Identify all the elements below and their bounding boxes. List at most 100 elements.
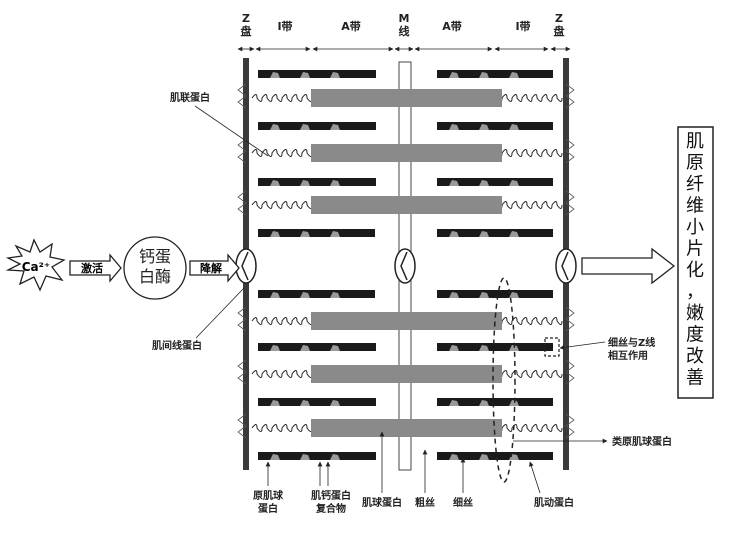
result-arrow [581, 247, 676, 285]
thin-filament [258, 452, 376, 460]
troponin-mark [270, 345, 280, 351]
m-line-break [394, 248, 416, 284]
troponin-mark [270, 292, 280, 298]
myosin-label: 肌球蛋白 [362, 496, 402, 509]
troponin-mark [509, 124, 519, 130]
troponin-mark [330, 124, 340, 130]
troponin-mark [300, 292, 310, 298]
desmin-link [237, 306, 247, 332]
svg-text:激活: 激活 [81, 261, 103, 275]
desmin-link [237, 413, 247, 439]
desmin-link [237, 83, 247, 109]
z-disc-break-left-mark [241, 251, 249, 281]
desmin-link [237, 138, 247, 164]
activate-arrow: 激活 [69, 253, 122, 283]
degrade-arrow: 降解 [189, 253, 240, 283]
desmin-link [565, 138, 575, 164]
troponin-mark [479, 292, 489, 298]
troponin-mark [300, 180, 310, 186]
z-disc-break-right [555, 248, 577, 284]
result-text: 肌原纤维小片化，嫩度改善 [686, 131, 704, 389]
z-disc-break-left [235, 248, 257, 284]
desmin-link [565, 359, 575, 385]
thin-filament [437, 452, 553, 460]
z-disc-break-right-mark [561, 251, 569, 281]
troponin-mark [330, 72, 340, 78]
troponin-mark [479, 231, 489, 237]
thin-filament [437, 70, 553, 78]
actin-label: 肌动蛋白 [534, 496, 574, 509]
troponin-mark [330, 454, 340, 460]
troponin-mark [449, 400, 459, 406]
a-band-label-right: A带 [442, 19, 462, 33]
calpain-circle: 钙蛋白酶 [123, 236, 187, 300]
troponin-mark [300, 231, 310, 237]
desmin-link [565, 83, 575, 109]
troponin-mark [449, 180, 459, 186]
troponin-mark [300, 72, 310, 78]
troponin-mark [509, 231, 519, 237]
troponin-mark [479, 72, 489, 78]
troponin-mark [330, 292, 340, 298]
troponin-mark [449, 124, 459, 130]
svg-text:钙蛋白酶: 钙蛋白酶 [139, 247, 171, 286]
troponin-mark [449, 454, 459, 460]
svg-text:降解: 降解 [200, 261, 222, 275]
troponin-mark [479, 345, 489, 351]
thick-filament [311, 196, 502, 214]
thin-filament [258, 229, 375, 237]
thin-filament [258, 70, 376, 78]
thin-filament [258, 122, 376, 130]
troponin-mark [479, 400, 489, 406]
troponin-mark [449, 72, 459, 78]
troponin-mark [300, 124, 310, 130]
desmin-label: 肌间线蛋白 [152, 339, 202, 352]
bottom-pointers [265, 431, 541, 494]
i-band-label-left: I带 [277, 19, 292, 33]
troponin-mark [330, 345, 340, 351]
troponin-mark [479, 124, 489, 130]
calcium-label: Ca²⁺ [22, 260, 51, 274]
titin-label: 肌联蛋白 [170, 91, 210, 104]
thin-filament [258, 398, 376, 406]
troponin-mark [270, 124, 280, 130]
thin-filament [437, 398, 553, 406]
troponin-mark [270, 180, 280, 186]
thick-filament [311, 312, 502, 330]
thin-filament [437, 343, 553, 351]
thin-z-interaction-highlight [492, 277, 516, 483]
calcium-star: Ca²⁺ [5, 238, 66, 292]
thick-filament [311, 144, 502, 162]
troponin-mark [449, 231, 459, 237]
z-interaction-dashed-box [544, 337, 560, 357]
a-band-label-left: A带 [341, 19, 361, 33]
thin-filament-label: 细丝 [453, 496, 473, 509]
desmin-link [565, 413, 575, 439]
desmin-link [237, 190, 247, 216]
troponin-mark [479, 454, 489, 460]
thin-z-interaction-label: 细丝与Z线相互作用 [608, 336, 655, 362]
troponin-mark [270, 454, 280, 460]
thin-filament [258, 290, 375, 298]
troponin-mark [270, 72, 280, 78]
thin-filament [258, 178, 376, 186]
thin-filament [437, 178, 553, 186]
troponin-mark [449, 345, 459, 351]
m-line-break-mark [400, 251, 408, 281]
thin-filament [437, 122, 553, 130]
thin-filament [437, 229, 553, 237]
troponin-mark [509, 400, 519, 406]
i-band-label-right: I带 [515, 19, 530, 33]
troponin-mark [300, 345, 310, 351]
thick-filament-label: 粗丝 [415, 496, 435, 509]
bottom-labels: 原肌球蛋白 肌钙蛋白复合物 肌球蛋白 粗丝 细丝 肌动蛋白 [253, 489, 574, 515]
desmin-link [565, 190, 575, 216]
troponin-mark [330, 231, 340, 237]
thin-filament [437, 290, 553, 298]
desmin-link [237, 359, 247, 385]
